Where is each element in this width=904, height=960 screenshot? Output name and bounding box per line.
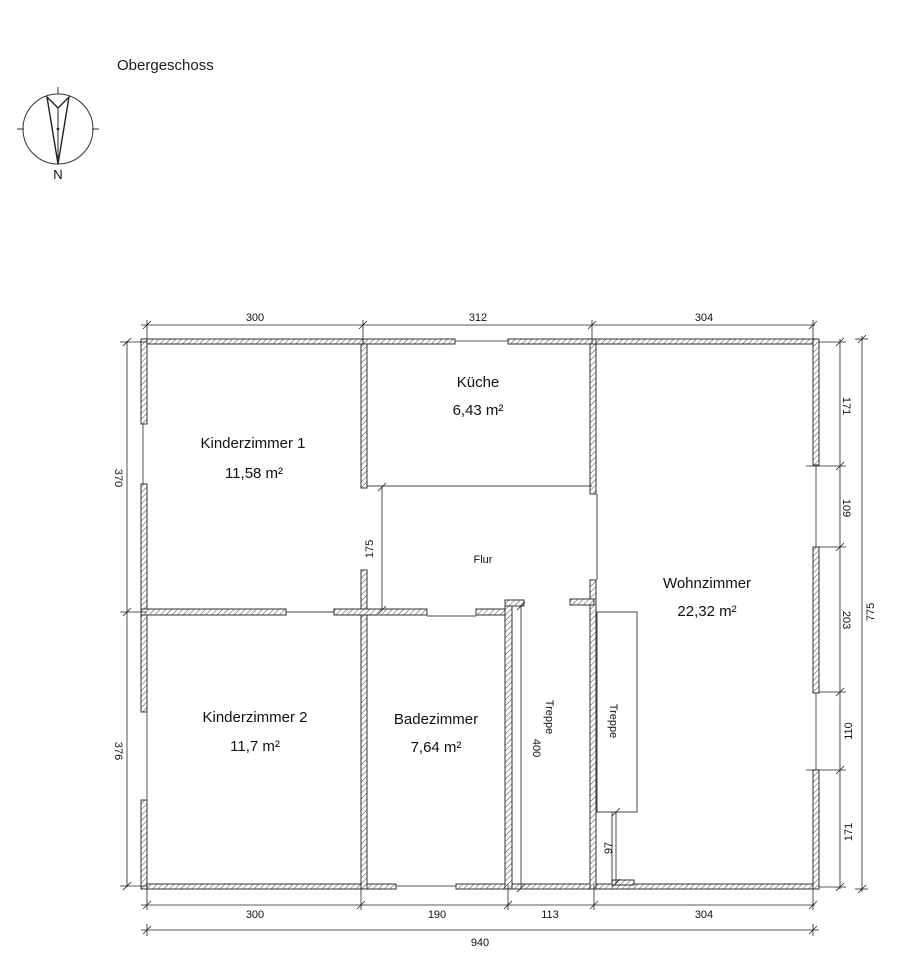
- stair-dimension-left: 400: [530, 739, 542, 757]
- room-name-flur: Flur: [474, 554, 493, 566]
- room-name-badezimmer: Badezimmer: [394, 711, 478, 728]
- dim-stair-gap: 97: [603, 842, 615, 854]
- room-name-kinderzimmer-2: Kinderzimmer 2: [202, 709, 307, 726]
- stair-label-right: Treppe: [607, 704, 619, 738]
- room-area-wohnzimmer: 22,32 m²: [677, 603, 736, 620]
- dim-left-2: 376: [112, 742, 124, 760]
- dim-total-height: 775: [865, 603, 877, 621]
- page-title: Obergeschoss: [117, 57, 214, 74]
- room-name-kueche: Küche: [457, 374, 500, 391]
- room-area-badezimmer: 7,64 m²: [411, 739, 462, 756]
- dim-bottom-4: 304: [695, 909, 713, 921]
- dim-total-width: 940: [471, 937, 489, 949]
- room-name-kinderzimmer-1: Kinderzimmer 1: [200, 435, 305, 452]
- dim-bottom-2: 190: [428, 909, 446, 921]
- dim-bottom-1: 300: [246, 909, 264, 921]
- north-label: N: [53, 167, 62, 182]
- dim-right-1: 171: [840, 397, 852, 415]
- thin-lines: [286, 485, 638, 880]
- room-area-kinderzimmer-1: 11,58 m²: [225, 465, 283, 482]
- dimension-labels: 300 312 304 300 190 113 304 940 370 376 …: [112, 312, 877, 949]
- dim-right-2: 109: [840, 499, 852, 517]
- room-area-kinderzimmer-2: 11,7 m²: [230, 738, 280, 755]
- dim-bottom-3: 113: [541, 909, 559, 921]
- dim-top-2: 312: [469, 312, 487, 324]
- dim-flur-height: 175: [364, 540, 376, 558]
- dim-right-5: 171: [843, 823, 855, 841]
- stair-label-left: Treppe: [543, 700, 555, 734]
- dimension-lines: [120, 320, 868, 936]
- room-area-kueche: 6,43 m²: [453, 402, 504, 419]
- dim-left-1: 370: [112, 469, 124, 487]
- room-labels: Kinderzimmer 1 11,58 m² Küche 6,43 m² Fl…: [200, 374, 751, 756]
- dim-right-4: 110: [843, 722, 855, 740]
- window-lines: [142, 340, 817, 887]
- dim-top-1: 300: [246, 312, 264, 324]
- room-name-wohnzimmer: Wohnzimmer: [663, 575, 751, 592]
- compass-icon: N: [17, 87, 99, 182]
- exterior-walls: [140, 338, 820, 890]
- stair-labels: Treppe 400 Treppe: [530, 700, 619, 757]
- dim-top-3: 304: [695, 312, 713, 324]
- interior-walls: [140, 343, 635, 890]
- dim-right-3: 203: [840, 611, 852, 629]
